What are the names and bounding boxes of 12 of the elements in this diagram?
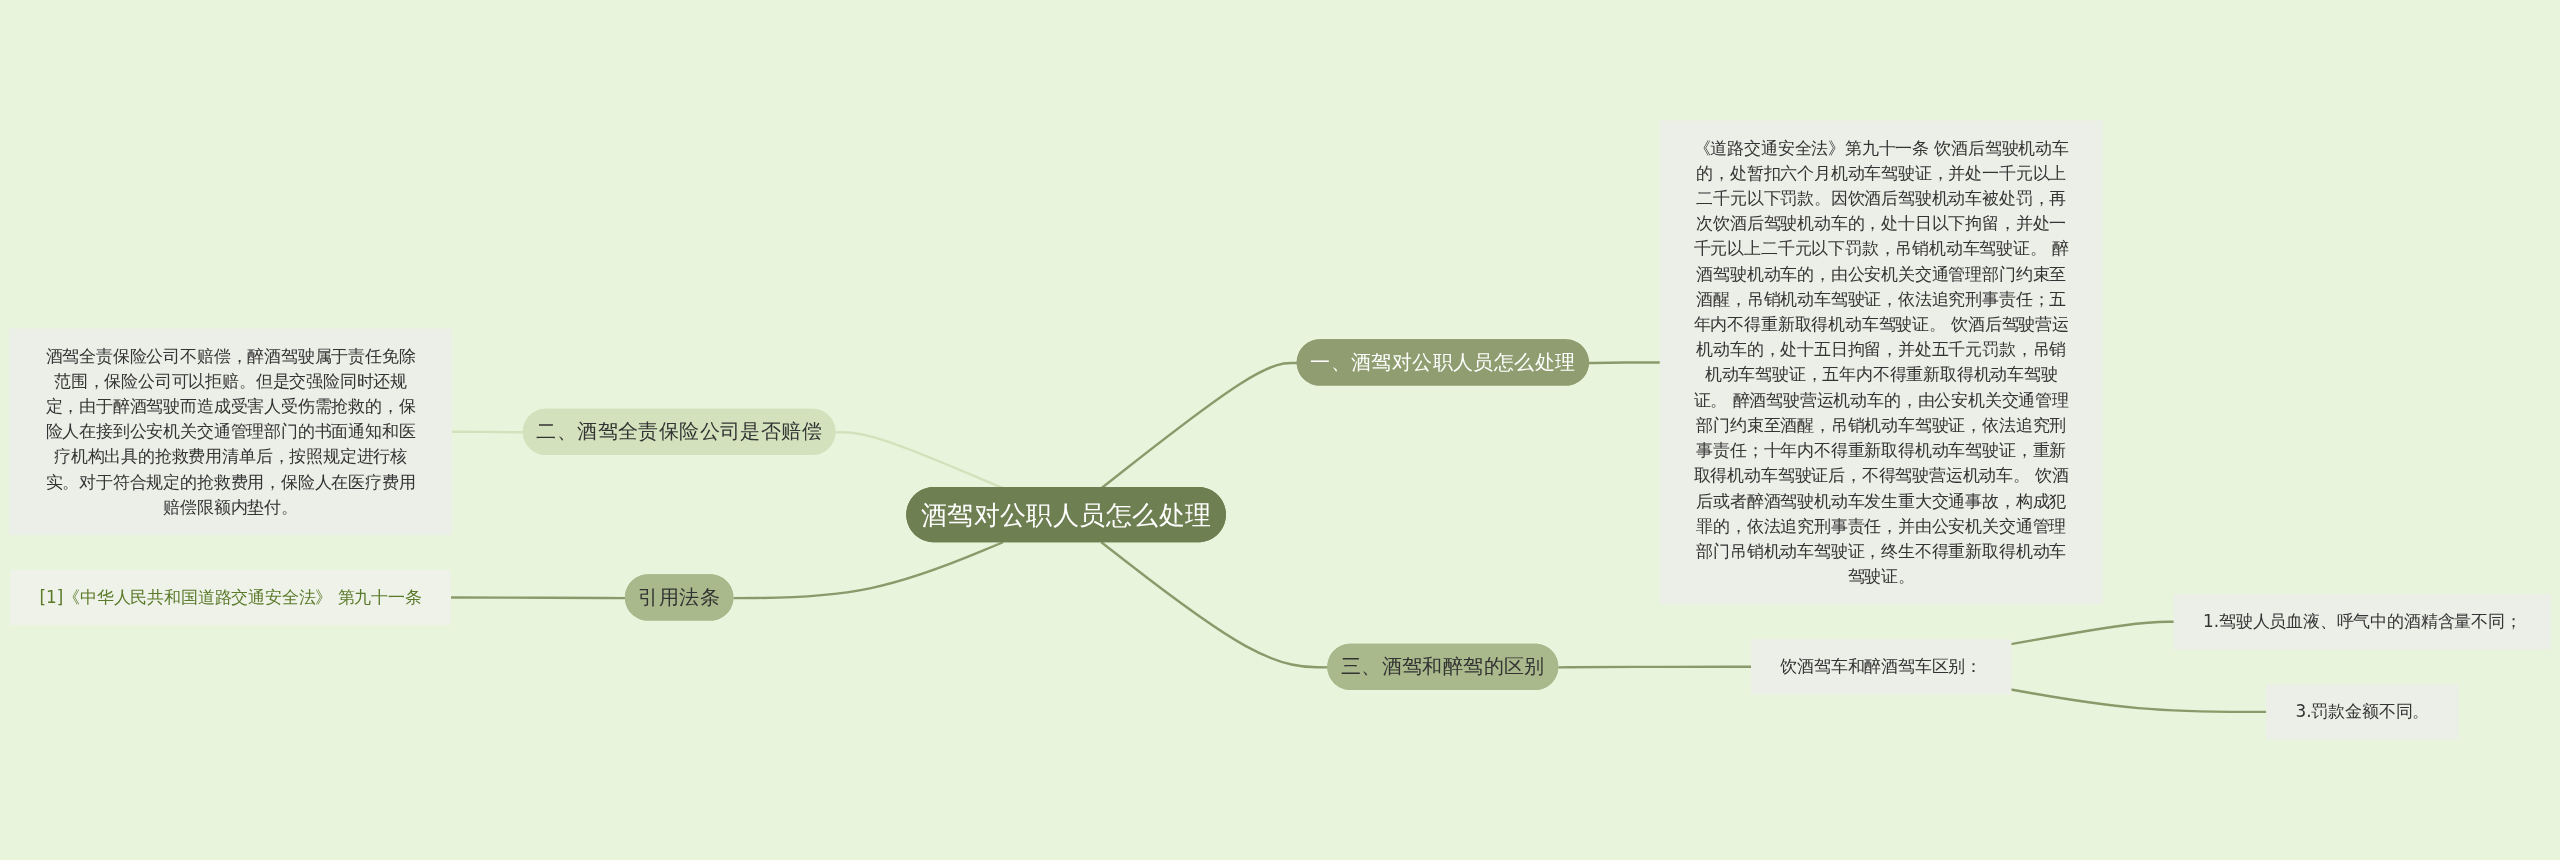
connector	[1100, 541, 1329, 669]
node-box: 饮酒驾车和醉酒驾车区别：	[1751, 639, 2012, 695]
connector	[2010, 688, 2267, 714]
node-box: [1]《中华人民共和国道路交通安全法》 第九十一条	[10, 569, 451, 626]
connector	[1558, 665, 1752, 669]
node-box: 《道路交通安全法》第九十一条 饮酒后驾驶机动车的，处暂扣六个月机动车驾驶证，并处一千元以上二千元以下罚款。因饮酒后驾驶机动车被处罚，再次饮酒后驾驶机动车的，处十日以下拘留，并处一千元以上二千元以下罚款，吊销机动车驾驶证。 醉酒驾驶机动车的，由公安机关交通管理部门约束至酒醒，吊销机动车驾驶证，依法追究刑事责任；五年内不得重新取得机动车驾驶证。 饮酒后驾驶营运机动车的，处十五日拘留，并处五千元罚款，吊销机动车驾驶证，五年内不得重新取得机动车驾驶证。 醉酒驾驶营运机动车的，由公安机关交通管理部门约束至酒醒，吊销机动车驾驶证，依法追究刑事责任；十年内不得重新取得机动车驾驶证，重新取得机动车驾驶证后，不得驾驶营运机动车。 饮酒后或者醉酒驾驶机动车发生重大交通事故，构成犯罪的，依法追究刑事责任，并由公安机关交通管理部门吊销机动车驾驶证，终生不得重新取得机动车驾驶证。	[1659, 120, 2103, 605]
node-box: 1.驾驶人员血液、呼气中的酒精含量不同；	[2173, 594, 2551, 650]
connector	[2010, 620, 2175, 646]
node-box: 酒驾全责保险公司不赔偿，醉酒驾驶属于责任免除范围，保险公司可以拒赔。但是交强险同时还规定，由于醉酒驾驶而造成受害人受伤需抢救的，保险人在接到公安机关交通管理部门的书面通知和医疗机构出具的抢救费用清单后，按照规定进行核实。对于符合规定的抢救费用，保险人在医疗费用赔偿限额内垫付。	[9, 328, 453, 536]
node-box: 3.罚款金额不同。	[2266, 684, 2459, 740]
connector	[1588, 361, 1661, 365]
connector	[733, 541, 1004, 600]
